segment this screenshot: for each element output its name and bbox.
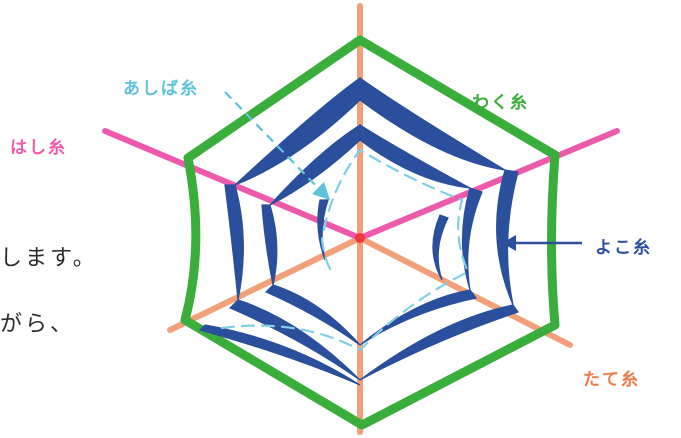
yoko-ito-arrow bbox=[502, 235, 582, 251]
waku-ito-label: わく糸 bbox=[472, 88, 529, 113]
ashiba-ito-arrow bbox=[225, 92, 330, 200]
body-text-line-2: がら、 bbox=[0, 306, 75, 338]
ashiba-ito-label: あしば糸 bbox=[123, 74, 199, 99]
yoko-ito-label: よこ糸 bbox=[595, 233, 652, 258]
web-center-hub bbox=[355, 233, 365, 243]
body-text-line-1: します。 bbox=[0, 240, 98, 272]
hashi-ito-label: はし糸 bbox=[10, 133, 67, 158]
tate-ito-label: たて糸 bbox=[583, 365, 640, 390]
